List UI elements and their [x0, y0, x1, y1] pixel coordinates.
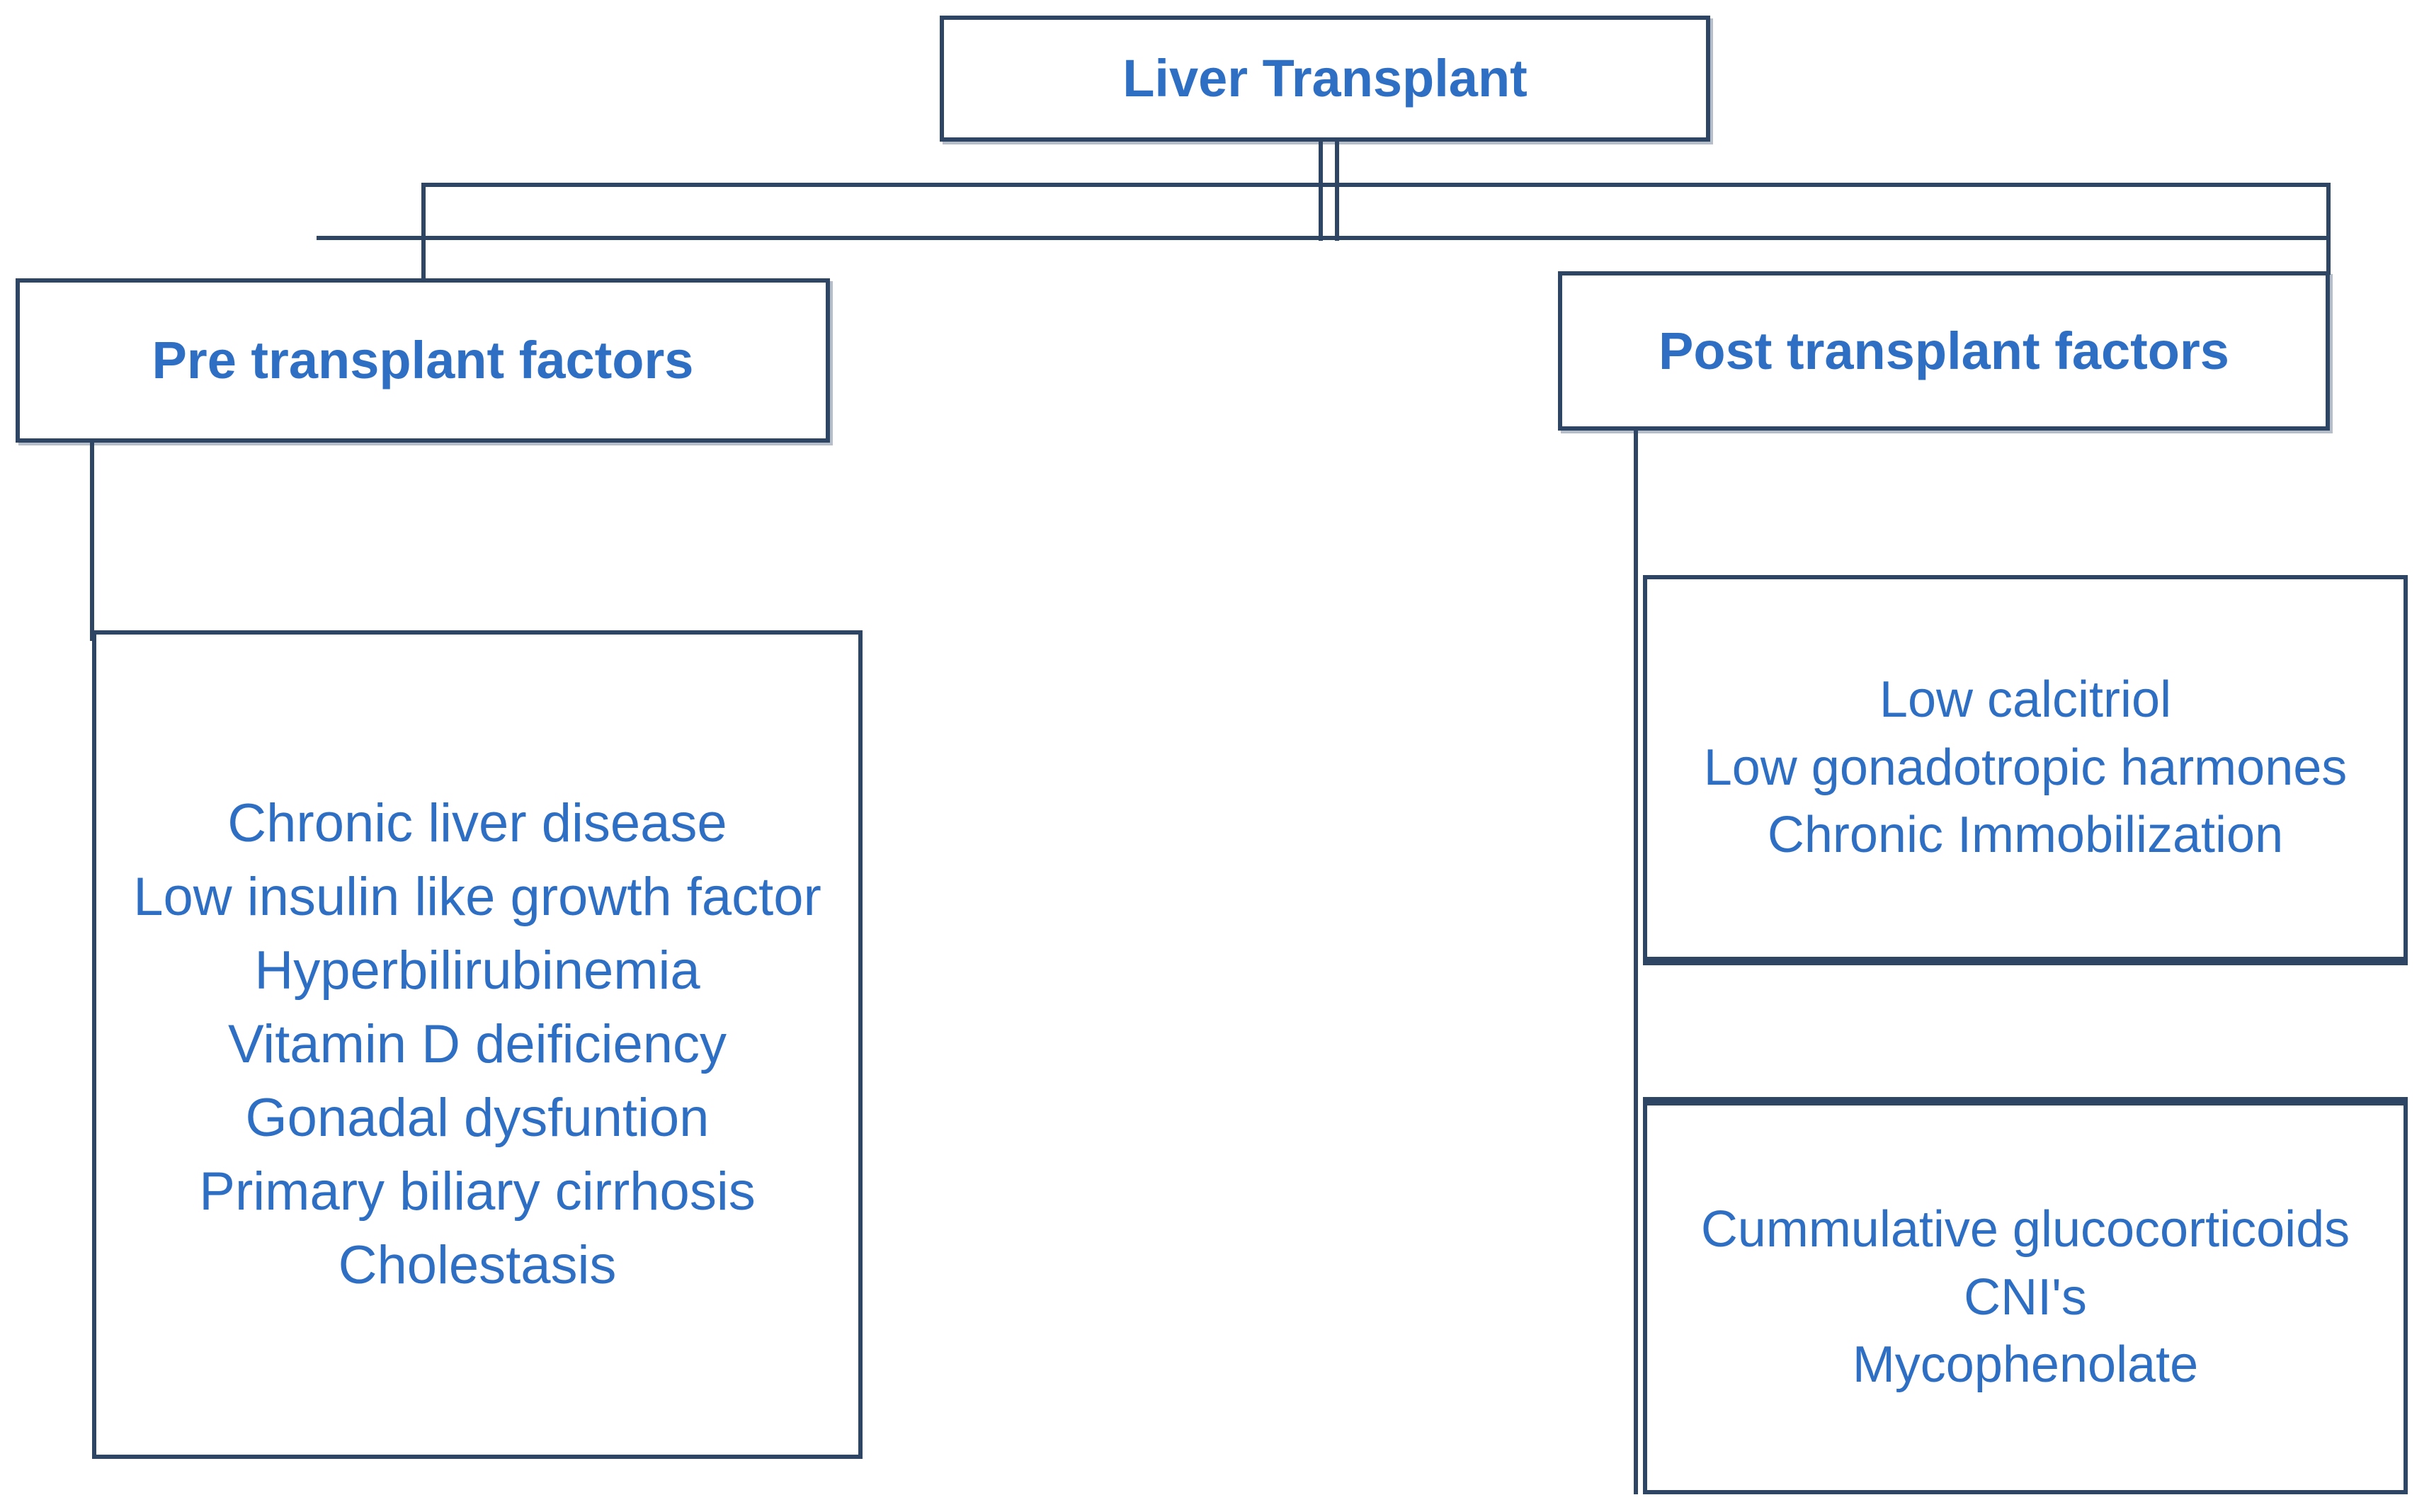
- connector-post-to-lists: [1634, 431, 1638, 1494]
- list-item: Low gonadotropic harmones: [1703, 739, 2348, 796]
- list-item: Low insulin like growth factor: [133, 866, 821, 927]
- connector-bus-lower: [317, 236, 2331, 240]
- list-item: Hyperbilirubinemia: [254, 940, 700, 1001]
- list-item: Cholestasis: [338, 1235, 617, 1296]
- list-post-transplant-group-1[interactable]: Low calcitriol Low gonadotropic harmones…: [1643, 575, 2408, 961]
- spacer-box-post-transplant: [1643, 961, 2408, 1101]
- connector-bus-upper: [421, 183, 2331, 187]
- node-liver-transplant-label: Liver Transplant: [1122, 49, 1528, 108]
- list-item: Cummulative glucocorticoids: [1700, 1200, 2350, 1258]
- connector-root-stem-right: [1335, 142, 1339, 241]
- connector-bus-to-post: [2326, 183, 2331, 275]
- connector-bus-to-pre: [421, 183, 426, 282]
- node-post-transplant-factors[interactable]: Post transplant factors: [1558, 271, 2330, 431]
- list-item: Low calcitriol: [1879, 671, 2172, 728]
- list-item: Gonadal dysfuntion: [245, 1088, 710, 1149]
- list-item: Chronic liver disease: [227, 792, 727, 853]
- list-pre-transplant-factors[interactable]: Chronic liver disease Low insulin like g…: [92, 630, 863, 1459]
- connector-root-stem-left: [1319, 142, 1323, 241]
- list-post-transplant-group-2[interactable]: Cummulative glucocorticoids CNI's Mycoph…: [1643, 1101, 2408, 1494]
- node-post-transplant-factors-label: Post transplant factors: [1659, 321, 2229, 380]
- node-pre-transplant-factors-label: Pre transplant factors: [152, 331, 694, 390]
- list-item: Mycophenolate: [1852, 1336, 2199, 1394]
- list-item: Chronic Immobilization: [1767, 807, 2284, 864]
- connector-pre-to-list: [90, 443, 94, 641]
- list-item: Primary biliary cirrhosis: [199, 1161, 756, 1222]
- list-item: CNI's: [1964, 1268, 2087, 1326]
- list-item: Vitamin D deificiency: [227, 1013, 727, 1074]
- node-pre-transplant-factors[interactable]: Pre transplant factors: [16, 278, 830, 443]
- node-liver-transplant[interactable]: Liver Transplant: [940, 16, 1710, 142]
